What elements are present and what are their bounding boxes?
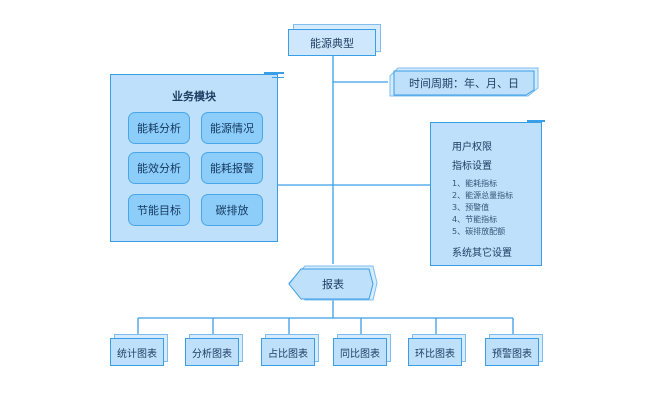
- indicator-settings-label: 指标设置: [452, 161, 492, 172]
- card-label: 能耗分析: [137, 122, 181, 135]
- time-period-node: 时间周期：年、月、日: [388, 68, 540, 98]
- indicator-item: 4、节能指标: [452, 215, 498, 224]
- report-child-label: 分析图表: [192, 348, 232, 360]
- business-module-title: 业务模块: [172, 90, 216, 103]
- indicator-item: 5、碳排放配额: [452, 227, 506, 236]
- user-permissions-label: 用户权限: [452, 142, 492, 153]
- report-child-label: 同比图表: [340, 348, 380, 360]
- report-child-label: 占比图表: [268, 348, 308, 360]
- panel-corner-tick: [527, 120, 545, 122]
- report-child-yoy-chart: 同比图表: [333, 334, 391, 366]
- report-child-analysis-chart: 分析图表: [185, 334, 243, 366]
- card-label: 能源情况: [210, 122, 254, 135]
- report-child-label: 统计图表: [117, 348, 157, 360]
- card-label: 能耗报警: [210, 162, 254, 175]
- report-child-label: 环比图表: [415, 348, 455, 360]
- time-period-node-shape: [389, 67, 539, 97]
- panel-corner-tick: [264, 72, 284, 74]
- panel-corner-tick: [272, 77, 284, 78]
- card-carbon-emission: 碳排放: [201, 194, 263, 226]
- time-period-label: 时间周期：年、月、日: [409, 77, 519, 90]
- report-child-statistics-chart: 统计图表: [110, 334, 168, 366]
- card-energy-situation: 能源情况: [201, 112, 263, 144]
- card-label: 节能目标: [137, 204, 181, 217]
- indicator-item: 2、能源总量指标: [452, 191, 514, 200]
- report-node: 报表: [287, 266, 379, 302]
- card-energy-saving-target: 节能目标: [128, 194, 190, 226]
- root-node-label: 能源典型: [310, 36, 354, 50]
- report-child-mom-chart: 环比图表: [408, 334, 466, 366]
- card-label: 碳排放: [215, 204, 249, 217]
- report-child-proportion-chart: 占比图表: [261, 334, 319, 366]
- indicator-item: 1、能耗指标: [452, 179, 498, 188]
- root-node: 能源典型: [288, 29, 376, 56]
- report-node-shape: [288, 265, 378, 301]
- card-label: 能效分析: [137, 162, 181, 175]
- report-label: 报表: [322, 278, 344, 291]
- permissions-panel: [430, 122, 542, 266]
- other-settings-label: 系统其它设置: [452, 248, 512, 259]
- card-energy-consumption-analysis: 能耗分析: [128, 112, 190, 144]
- card-energy-consumption-alarm: 能耗报警: [201, 152, 263, 184]
- indicator-item: 3、预警值: [452, 203, 490, 212]
- report-child-label: 预警图表: [492, 348, 532, 360]
- report-child-warning-chart: 预警图表: [485, 334, 543, 366]
- card-energy-efficiency-analysis: 能效分析: [128, 152, 190, 184]
